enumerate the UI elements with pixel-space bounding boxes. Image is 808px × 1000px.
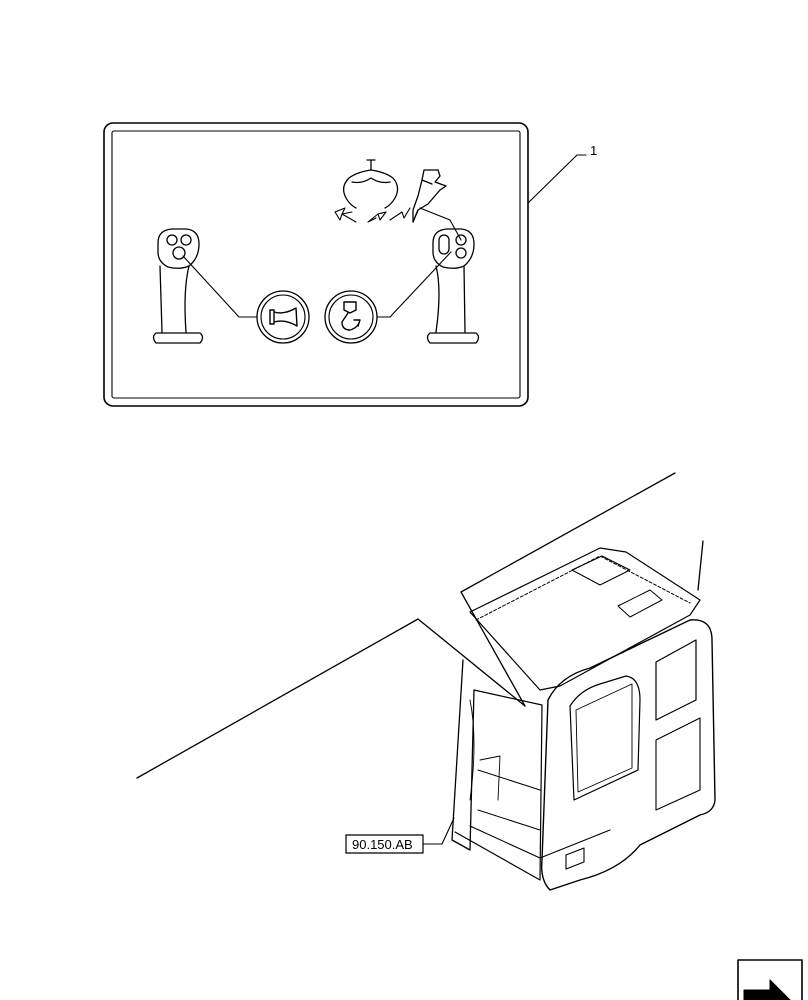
horn-icon <box>269 307 298 327</box>
cab-left-frame <box>454 689 543 881</box>
breaker-leader-line <box>419 207 462 241</box>
horn-symbol-outer-ring <box>256 290 310 344</box>
cab-roof <box>469 547 701 691</box>
left-button-top-left-icon <box>166 234 178 246</box>
right-joystick-base <box>426 332 480 344</box>
side-window-lower <box>655 717 701 811</box>
reference-callout: 90.150.AB <box>345 817 455 854</box>
decal-panel <box>103 122 529 407</box>
roof-edge-trim <box>475 555 691 621</box>
grapple-icon <box>342 159 399 209</box>
left-joystick-head <box>157 228 200 269</box>
attachment-symbol-outer-ring <box>324 290 378 344</box>
right-joystick-shaft <box>435 265 466 333</box>
antenna <box>697 540 704 591</box>
left-button-top-right-icon <box>180 234 192 246</box>
side-window <box>655 639 697 721</box>
cab-cross-brace <box>477 769 541 831</box>
horn-symbol-inner-ring <box>260 294 306 340</box>
decal-location-leader-1 <box>460 472 676 707</box>
reference-leader-line <box>422 817 455 845</box>
door-window-inner <box>575 683 633 793</box>
decal-location-leader-2 <box>136 618 526 779</box>
cab-rear-pillar <box>451 659 475 851</box>
next-page-icon-frame <box>737 959 803 1000</box>
left-joystick-shaft <box>159 265 190 333</box>
right-joystick-head <box>432 228 475 269</box>
right-joystick <box>426 228 480 344</box>
horn-symbol <box>182 255 310 344</box>
item-number-label: 1 <box>590 143 597 158</box>
next-page-icon-arrow <box>743 979 791 1000</box>
decal-inner-border <box>111 130 521 399</box>
right-button-left-icon <box>438 234 450 255</box>
cab-assembly <box>136 472 716 891</box>
cab-floor-frame <box>469 825 611 859</box>
right-button-top-right-icon <box>455 234 467 246</box>
horn-leader-line <box>182 255 258 318</box>
left-joystick <box>152 228 204 344</box>
roof-hatch <box>571 555 663 618</box>
door-window <box>569 675 641 801</box>
attachment-leader-line <box>376 251 452 318</box>
left-button-bottom-icon <box>172 246 186 260</box>
rotate-arrows-icon <box>334 207 411 223</box>
item-callout-1: 1 <box>527 143 597 204</box>
left-joystick-base <box>152 332 204 344</box>
reference-label: 90.150.AB <box>352 837 413 852</box>
right-button-bottom-right-icon <box>455 247 467 259</box>
cab-door-handle <box>565 847 585 870</box>
callout-leader-line <box>527 154 587 204</box>
breaker-icon <box>412 169 447 223</box>
attachment-symbol-inner-ring <box>328 294 374 340</box>
cab-wiring <box>469 699 501 801</box>
attachment-symbol <box>324 251 452 344</box>
decal-outer-border <box>103 122 529 407</box>
next-page-arrow-icon[interactable] <box>737 959 803 1000</box>
cab-front-body <box>540 619 716 891</box>
attachment-mode-icon <box>341 301 361 331</box>
